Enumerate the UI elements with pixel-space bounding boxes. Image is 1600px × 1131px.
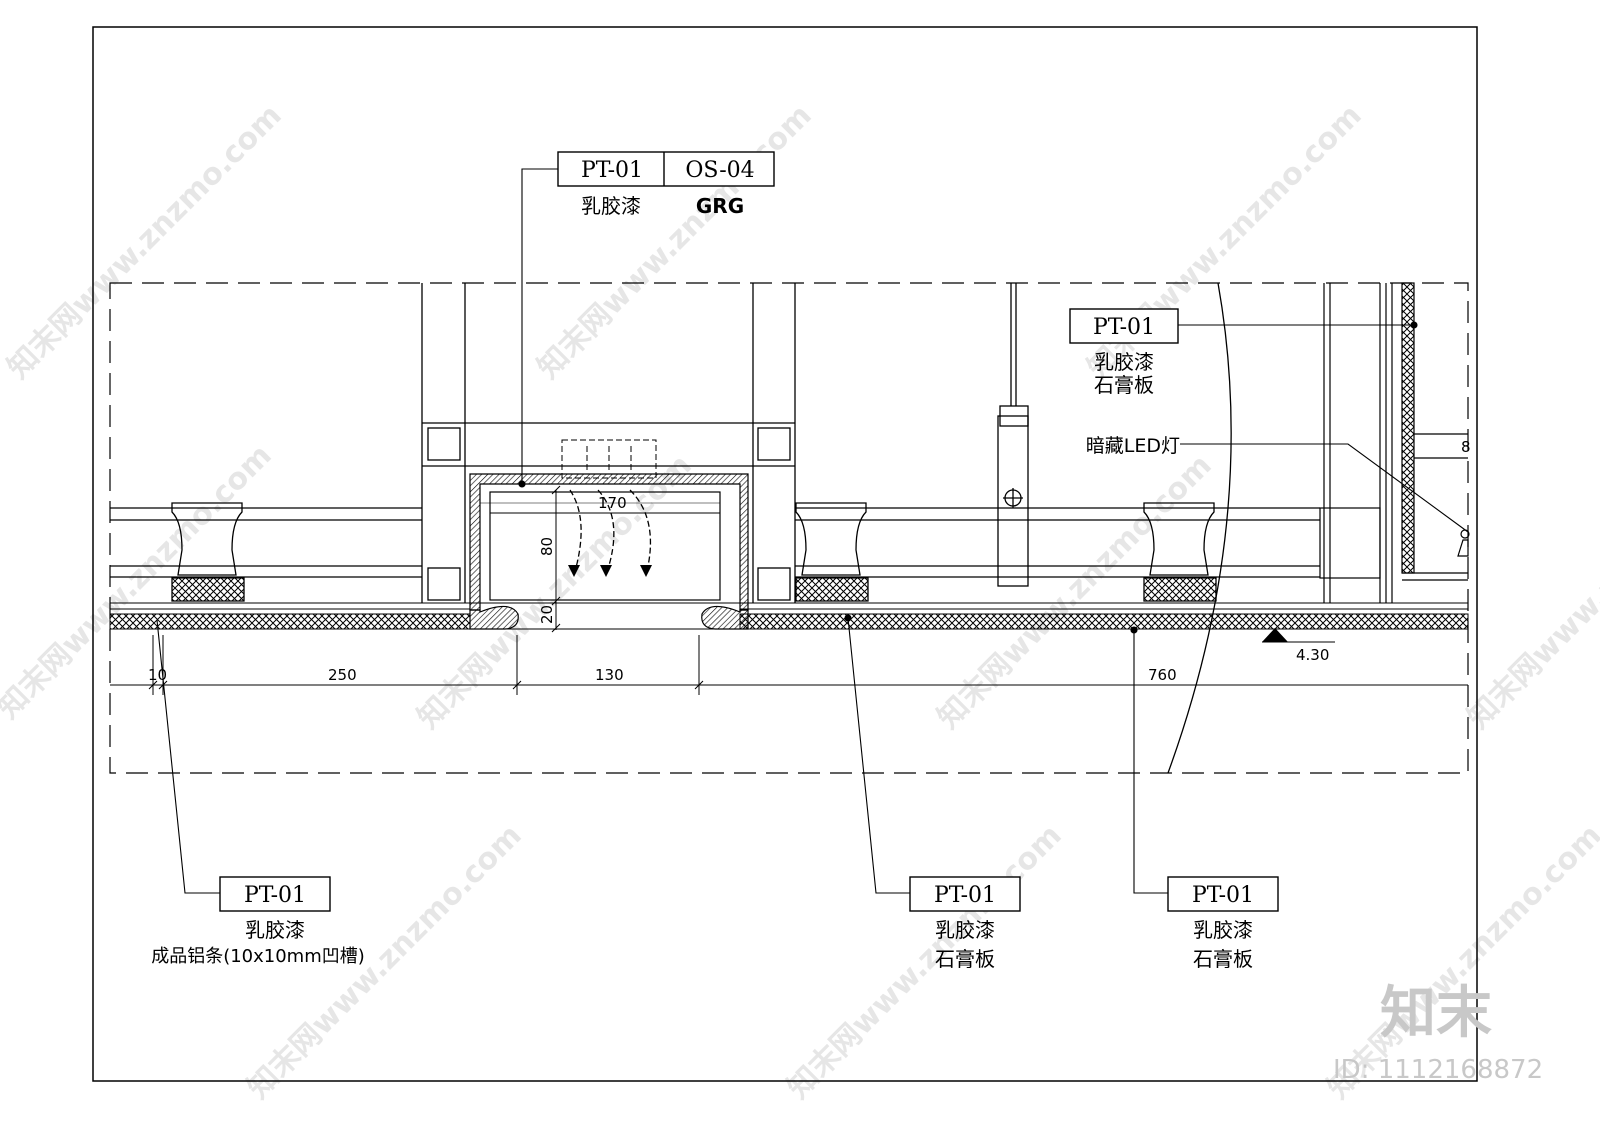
watermark-text: 知末网www.znzmo.com	[1461, 448, 1600, 736]
tag-bottom-left: PT-01 乳胶漆 成品铝条(10x10mm凹槽)	[151, 876, 365, 967]
tag-bottom-right-code: PT-01	[1192, 883, 1254, 908]
hanger-rod	[997, 283, 1029, 587]
hanger-clips	[171, 502, 1217, 602]
dim-130: 130	[595, 666, 624, 684]
light-cove	[1319, 282, 1470, 603]
brand-logo: 知末	[1380, 981, 1492, 1046]
ceiling-board	[109, 602, 1469, 630]
sheet-border	[92, 26, 1478, 1082]
level-value: 4.30	[1296, 646, 1329, 664]
tag-top: PT-01 OS-04 乳胶漆 GRG	[557, 151, 775, 218]
dim-10: 10	[148, 666, 167, 684]
tag-bottom-mid: PT-01 乳胶漆 石膏板	[909, 876, 1021, 971]
dim-8: 8	[1461, 438, 1471, 456]
dim-170: 170	[598, 494, 627, 512]
tag-bottom-mid-code: PT-01	[934, 883, 996, 908]
tag-bottom-right-note2: 石膏板	[1193, 947, 1253, 971]
leader-lines	[156, 168, 1469, 894]
tag-bottom-left-note1: 乳胶漆	[245, 918, 305, 942]
tag-bottom-right: PT-01 乳胶漆 石膏板	[1167, 876, 1279, 971]
main-channels	[110, 507, 1320, 578]
dim-250: 250	[328, 666, 357, 684]
watermark-text: 知末网www.znzmo.com	[781, 818, 1069, 1106]
tag-top-right-code: OS-04	[685, 158, 754, 183]
grg-air-slot	[469, 439, 749, 630]
break-line	[1167, 282, 1232, 774]
tag-right-upper-note2: 石膏板	[1094, 373, 1154, 397]
dimension-chain	[110, 485, 1468, 695]
detail-boundary	[109, 282, 1469, 774]
level-marker: 4.30	[1262, 628, 1335, 664]
dim-80: 80	[538, 537, 556, 556]
tag-right-upper-note1: 乳胶漆	[1094, 350, 1154, 374]
watermark-text: 知末网www.znzmo.com	[1, 98, 289, 386]
tag-bottom-left-code: PT-01	[244, 883, 306, 908]
image-id: ID: 1112168872	[1333, 1055, 1543, 1085]
tag-top-left-note: 乳胶漆	[581, 194, 641, 218]
framing-posts	[421, 283, 796, 603]
tag-bottom-mid-note2: 石膏板	[935, 947, 995, 971]
tag-right-upper: PT-01 乳胶漆 石膏板 暗藏LED灯	[1069, 308, 1180, 457]
tag-right-upper-code: PT-01	[1093, 315, 1155, 340]
tag-top-left-code: PT-01	[581, 158, 643, 183]
tag-bottom-mid-note1: 乳胶漆	[935, 918, 995, 942]
airflow-arrows	[569, 489, 652, 576]
tag-top-right-note: GRG	[696, 194, 744, 218]
watermark-text: 知末网www.znzmo.com	[531, 98, 819, 386]
dim-20: 20	[538, 605, 556, 624]
tag-bottom-right-note1: 乳胶漆	[1193, 918, 1253, 942]
dim-760: 760	[1148, 666, 1177, 684]
tag-bottom-left-note2: 成品铝条(10x10mm凹槽)	[151, 946, 365, 967]
led-note: 暗藏LED灯	[1086, 435, 1180, 457]
